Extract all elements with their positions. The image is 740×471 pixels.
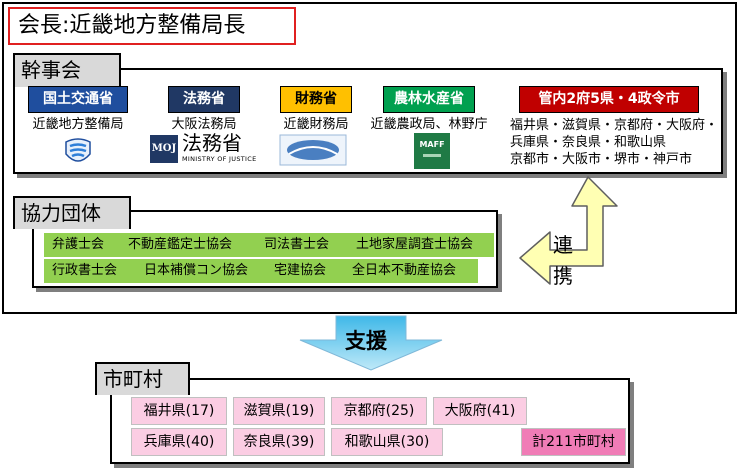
cooperation-link-char-2: 携 bbox=[553, 264, 573, 288]
org-tochi-kaoku: 土地家屋調査士協会 bbox=[356, 237, 474, 252]
municipality-fukui: 福井県(17) bbox=[131, 397, 227, 425]
ministry-maff-sub: 近畿農政局、林野庁 bbox=[370, 117, 488, 132]
support-arrow-icon bbox=[299, 315, 443, 371]
ministry-moj-label: 法務省 bbox=[168, 86, 240, 113]
org-hosho-con: 日本補償コン協会 bbox=[144, 263, 249, 278]
mlit-logo-icon bbox=[58, 133, 98, 169]
executive-committee-panel bbox=[13, 68, 723, 174]
mof-logo-icon bbox=[278, 133, 348, 167]
prefectures-line-1: 福井県・滋賀県・京都府・大阪府・ bbox=[510, 118, 719, 133]
municipality-shiga: 滋賀県(19) bbox=[233, 397, 325, 425]
municipalities-total: 計211市町村 bbox=[521, 428, 626, 456]
council-frame bbox=[2, 2, 737, 314]
maff-logo-icon: MAFF bbox=[414, 133, 450, 169]
prefectures-line-3: 京都市・大阪市・堺市・神戸市 bbox=[510, 152, 693, 167]
cooperation-row-2: 行政書士会 日本補償コン協会 宅建協会 全日本不動産協会 bbox=[44, 259, 478, 283]
cooperation-row-1: 弁護士会 不動産鑑定士協会 司法書士会 土地家屋調査士協会 bbox=[44, 233, 494, 257]
municipality-osaka: 大阪府(41) bbox=[433, 397, 527, 425]
ministry-mlit-label: 国土交通省 bbox=[28, 86, 128, 113]
ministry-mof-label: 財務省 bbox=[280, 86, 352, 113]
ministry-maff-label: 農林水産省 bbox=[383, 86, 475, 113]
org-bengoshi: 弁護士会 bbox=[52, 237, 105, 252]
chair-title: 会長:近畿地方整備局長 bbox=[8, 7, 296, 45]
municipalities-label: 市町村 bbox=[95, 362, 190, 395]
moj-logo-icon: MOJ 法務省 MINISTRY OF JUSTICE bbox=[150, 131, 257, 163]
municipality-kyoto: 京都府(25) bbox=[331, 397, 427, 425]
ministry-mlit-sub: 近畿地方整備局 bbox=[32, 117, 124, 132]
support-label: 支援 bbox=[345, 329, 387, 353]
prefectures-line-2: 兵庫県・奈良県・和歌山県 bbox=[510, 135, 667, 150]
cooperation-arrow-icon bbox=[519, 176, 618, 285]
ministry-mof-sub: 近畿財務局 bbox=[283, 117, 349, 132]
org-fudosan-kantei: 不動産鑑定士協会 bbox=[128, 237, 233, 252]
org-takken: 宅建協会 bbox=[274, 263, 327, 278]
municipality-wakayama: 和歌山県(30) bbox=[331, 428, 443, 456]
prefectures-label: 管内2府5県・4政令市 bbox=[519, 86, 699, 113]
cooperation-link-char-1: 連 bbox=[553, 233, 573, 257]
executive-committee-label: 幹事会 bbox=[13, 53, 121, 87]
org-zen-nihon-fudosan: 全日本不動産協会 bbox=[352, 263, 457, 278]
org-shiho-shoshi: 司法書士会 bbox=[264, 237, 330, 252]
org-gyosei-shoshi: 行政書士会 bbox=[52, 263, 118, 278]
ministry-moj-sub: 大阪法務局 bbox=[171, 117, 237, 132]
municipality-hyogo: 兵庫県(40) bbox=[131, 428, 227, 456]
municipality-nara: 奈良県(39) bbox=[233, 428, 325, 456]
cooperation-label: 協力団体 bbox=[13, 196, 131, 229]
